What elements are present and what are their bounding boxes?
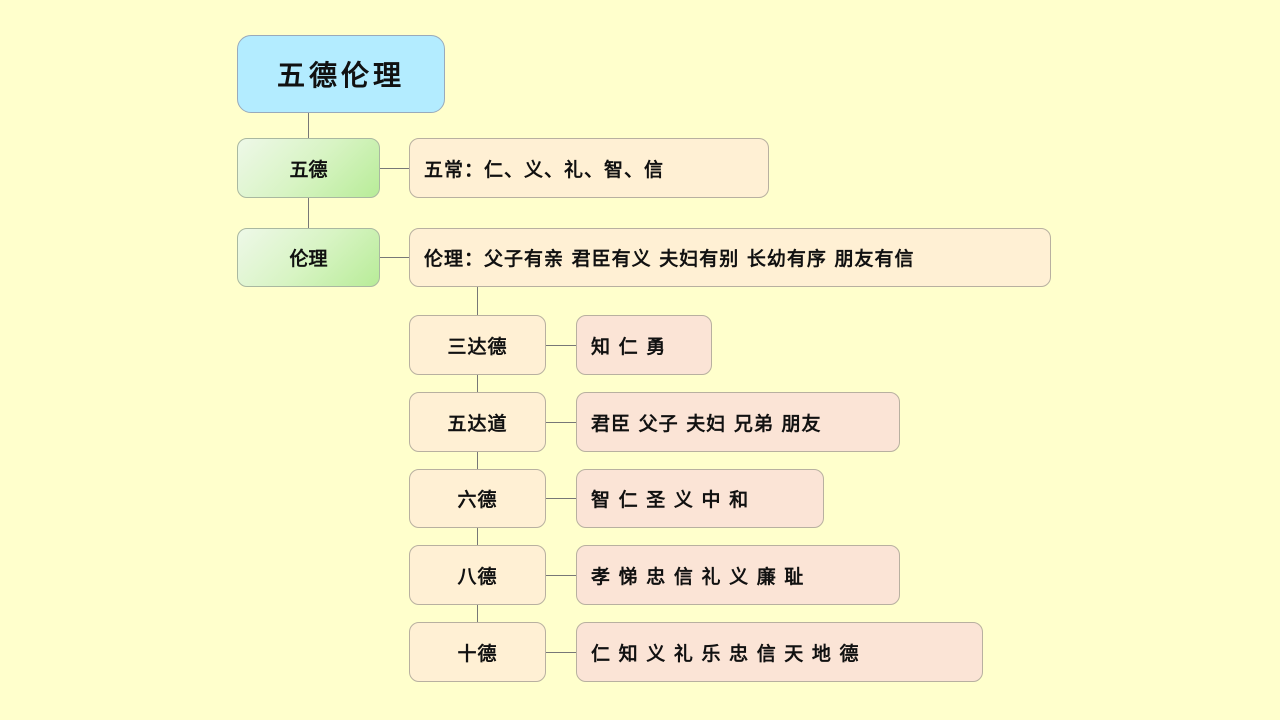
node-bade-detail: 孝 悌 忠 信 礼 义 廉 耻	[576, 545, 900, 605]
connector-lunli	[380, 257, 409, 258]
node-wudadao-detail: 君臣 父子 夫妇 兄弟 朋友	[576, 392, 900, 452]
connector-virtues-trunk	[477, 287, 478, 622]
node-wudadao: 五达道	[409, 392, 546, 452]
connector-virtue-4	[546, 575, 576, 576]
connector-virtue-2	[546, 422, 576, 423]
node-sandade-detail: 知 仁 勇	[576, 315, 712, 375]
connector-virtue-3	[546, 498, 576, 499]
node-shide-detail: 仁 知 义 礼 乐 忠 信 天 地 德	[576, 622, 983, 682]
node-wude-detail: 五常：仁、义、礼、智、信	[409, 138, 769, 198]
connector-virtue-5	[546, 652, 576, 653]
node-lunli-detail: 伦理：父子有亲 君臣有义 夫妇有别 长幼有序 朋友有信	[409, 228, 1051, 287]
node-wude: 五德	[237, 138, 380, 198]
node-liude: 六德	[409, 469, 546, 528]
node-lunli: 伦理	[237, 228, 380, 287]
node-bade: 八德	[409, 545, 546, 605]
connector-virtue-1	[546, 345, 576, 346]
node-liude-detail: 智 仁 圣 义 中 和	[576, 469, 824, 528]
node-sandade: 三达德	[409, 315, 546, 375]
connector-wude	[380, 168, 409, 169]
node-shide: 十德	[409, 622, 546, 682]
diagram-title-node: 五德伦理	[237, 35, 445, 113]
